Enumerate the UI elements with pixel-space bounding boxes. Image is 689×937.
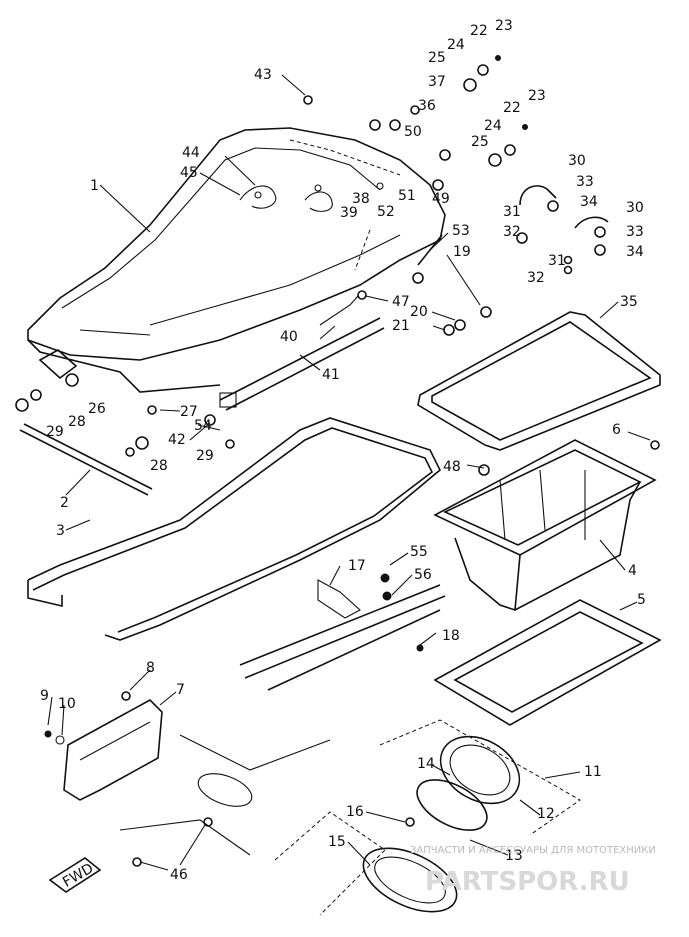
- callout-5: 5: [637, 592, 646, 608]
- callout-39: 39: [340, 205, 358, 221]
- callout-36: 36: [418, 98, 436, 114]
- engine-hood: [27, 127, 446, 393]
- callout-31-top: 31: [503, 204, 521, 220]
- seal-frame: [27, 417, 441, 641]
- callout-14: 14: [417, 756, 435, 772]
- callout-18: 18: [442, 628, 460, 644]
- callout-13: 13: [505, 848, 523, 864]
- callout-21: 21: [392, 318, 410, 334]
- callout-1: 1: [90, 178, 99, 194]
- leader-lines: [47, 74, 651, 871]
- callout-38: 38: [352, 191, 370, 207]
- watermark: ЗАПЧАСТИ И АКСЕССУАРЫ ДЛЯ МОТОТЕХНИКИ PA…: [410, 845, 656, 897]
- fwd-stamp: FWD: [48, 857, 102, 893]
- callout-41: 41: [322, 367, 340, 383]
- callout-34-top: 34: [580, 194, 598, 210]
- callout-42: 42: [168, 432, 186, 448]
- callout-3: 3: [56, 523, 65, 539]
- callout-24-top: 24: [447, 37, 465, 53]
- bracket: [44, 699, 163, 801]
- callout-47: 47: [392, 294, 410, 310]
- callout-23-top: 23: [495, 18, 513, 34]
- callout-53: 53: [452, 223, 470, 239]
- callout-15: 15: [328, 834, 346, 850]
- callout-25-top: 25: [428, 50, 446, 66]
- rod-part: [19, 423, 153, 496]
- callout-7: 7: [176, 682, 185, 698]
- callout-45: 45: [180, 165, 198, 181]
- callout-2: 2: [60, 495, 69, 511]
- base-gasket: [433, 599, 662, 726]
- callout-6: 6: [612, 422, 621, 438]
- callout-54: 54: [194, 418, 212, 434]
- callout-22-top: 22: [470, 23, 488, 39]
- callout-35: 35: [620, 294, 638, 310]
- gasket-frame: [417, 311, 661, 451]
- rail-assembly: [239, 573, 446, 691]
- grill-assembly: [119, 719, 581, 916]
- callout-26: 26: [88, 401, 106, 417]
- fwd-label: FWD: [60, 860, 96, 890]
- callout-48: 48: [443, 459, 461, 475]
- callout-19: 19: [453, 244, 471, 260]
- callout-44: 44: [182, 145, 200, 161]
- watermark-site: PARTSPOR.RU: [425, 867, 630, 897]
- callout-12: 12: [537, 806, 555, 822]
- callout-17: 17: [348, 558, 366, 574]
- hardware-parts: [15, 55, 660, 867]
- callout-29-right: 29: [196, 448, 214, 464]
- callout-40: 40: [280, 329, 298, 345]
- callout-33-top: 33: [576, 174, 594, 190]
- callout-8: 8: [146, 660, 155, 676]
- storage-tray: [433, 439, 657, 611]
- callout-55: 55: [410, 544, 428, 560]
- callout-56: 56: [414, 567, 432, 583]
- callout-49: 49: [432, 191, 450, 207]
- callout-27: 27: [180, 404, 198, 420]
- callout-10: 10: [58, 696, 76, 712]
- callout-11: 11: [584, 764, 602, 780]
- callout-30-top: 30: [568, 153, 586, 169]
- callout-28-right: 28: [150, 458, 168, 474]
- callout-25-lower: 25: [471, 134, 489, 150]
- callout-9: 9: [40, 688, 49, 704]
- callout-46: 46: [170, 867, 188, 883]
- callout-20: 20: [410, 304, 428, 320]
- callout-50: 50: [404, 124, 422, 140]
- callout-23-lower: 23: [528, 88, 546, 104]
- callout-16: 16: [346, 804, 364, 820]
- callout-31-lower: 31: [548, 253, 566, 269]
- watermark-tagline: ЗАПЧАСТИ И АКСЕССУАРЫ ДЛЯ МОТОТЕХНИКИ: [410, 845, 656, 856]
- rod-assembly: [219, 295, 385, 411]
- callout-52: 52: [377, 204, 395, 220]
- callout-32-top: 32: [503, 224, 521, 240]
- callout-24-lower: 24: [484, 118, 502, 134]
- callout-37: 37: [428, 74, 446, 90]
- callout-labels: 1 2 3 4 5 6 7 8 9 10 11 12 13 14 15 16 1…: [40, 18, 646, 883]
- callout-34-lower: 34: [626, 244, 644, 260]
- callout-43: 43: [254, 67, 272, 83]
- callout-29-left: 29: [46, 424, 64, 440]
- callout-22-lower: 22: [503, 100, 521, 116]
- callout-51: 51: [398, 188, 416, 204]
- callout-33-lower: 33: [626, 224, 644, 240]
- callout-28-left: 28: [68, 414, 86, 430]
- callout-32-lower: 32: [527, 270, 545, 286]
- callout-30-lower: 30: [626, 200, 644, 216]
- callout-4: 4: [628, 563, 637, 579]
